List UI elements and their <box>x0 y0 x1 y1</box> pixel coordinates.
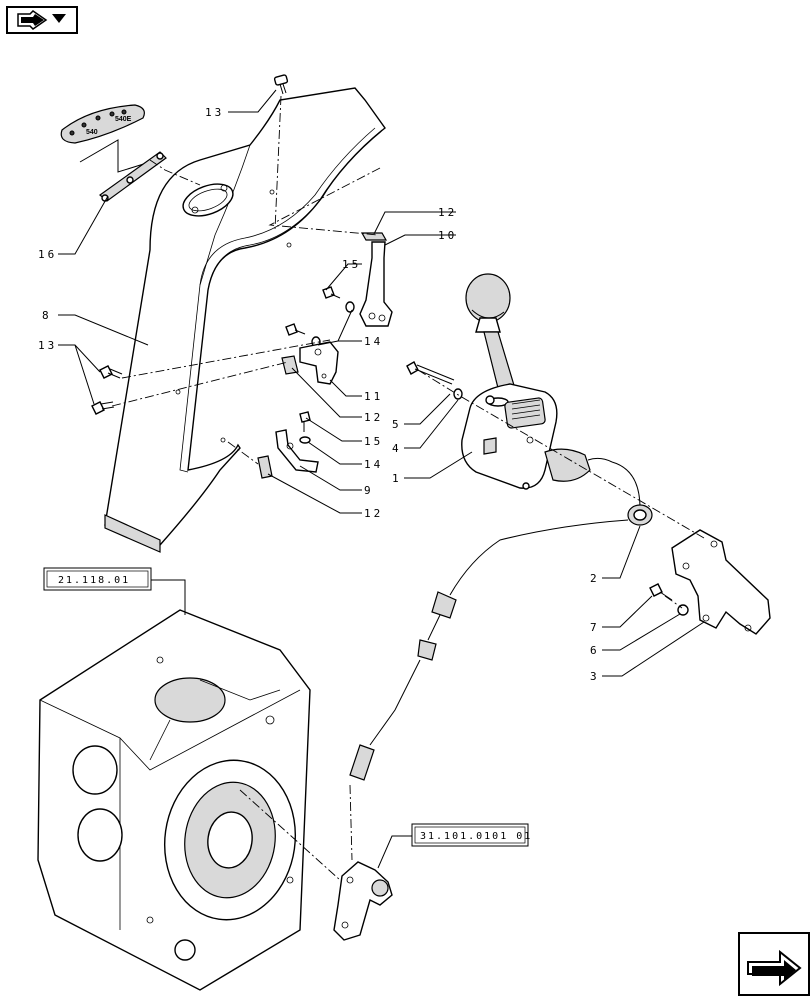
assembly-lines <box>111 95 705 881</box>
callout-4: 4 <box>392 442 402 455</box>
previous-page-button[interactable] <box>6 6 78 34</box>
callout-2: 2 <box>590 572 600 585</box>
next-page-button[interactable] <box>738 932 810 996</box>
reference-label-bracket: 31.101.0101 01 <box>420 831 532 842</box>
control-cable <box>349 461 653 781</box>
bolt-5-washer-4 <box>406 361 463 400</box>
decal-label-540: 540 <box>86 129 98 136</box>
callout-15-top: 15 <box>342 258 361 271</box>
callout-11: 11 <box>364 390 383 403</box>
bracket-3 <box>649 529 771 635</box>
callout-15-low: 15 <box>364 435 383 448</box>
transmission-housing <box>37 609 311 991</box>
callout-10: 10 <box>438 229 457 242</box>
callout-12-low: 12 <box>364 507 383 520</box>
bracket-10 <box>359 232 393 327</box>
callout-16: 16 <box>38 248 57 261</box>
callout-numbers: 13 16 8 13 12 10 15 14 11 12 15 14 9 12 … <box>38 106 600 683</box>
callout-9: 9 <box>364 484 374 497</box>
reference-box-bracket: 31.101.0101 01 <box>411 823 532 847</box>
callout-14-low: 14 <box>364 458 383 471</box>
callout-12-top: 12 <box>438 206 457 219</box>
range-decal: 540 540E <box>60 104 145 144</box>
callout-14-top: 14 <box>364 335 383 348</box>
decal-bracket <box>99 151 167 202</box>
screw-13-top <box>273 74 289 95</box>
bracket-9 <box>257 411 319 479</box>
bracket-11 <box>281 341 339 385</box>
fender-cover <box>104 87 386 553</box>
control-lever-assembly <box>461 273 613 490</box>
callout-3: 3 <box>590 670 600 683</box>
leader-lines <box>58 89 705 869</box>
callout-8: 8 <box>42 309 52 322</box>
callout-13-top: 13 <box>205 106 224 119</box>
decal-label-540e: 540E <box>115 116 132 123</box>
callout-13-left: 13 <box>38 339 57 352</box>
arrow-right-icon <box>17 10 66 30</box>
reference-box-transmission: 21.118.01 <box>43 567 152 591</box>
callout-5: 5 <box>392 418 402 431</box>
fasteners-upper <box>285 286 355 348</box>
callout-7: 7 <box>590 621 600 634</box>
reference-label-transmission: 21.118.01 <box>58 575 130 586</box>
callout-6: 6 <box>590 644 600 657</box>
callout-12-mid: 12 <box>364 411 383 424</box>
shift-bracket-lower <box>333 861 393 941</box>
callout-1: 1 <box>392 472 402 485</box>
arrow-return-icon <box>747 949 802 987</box>
screws-13-left <box>91 365 123 415</box>
